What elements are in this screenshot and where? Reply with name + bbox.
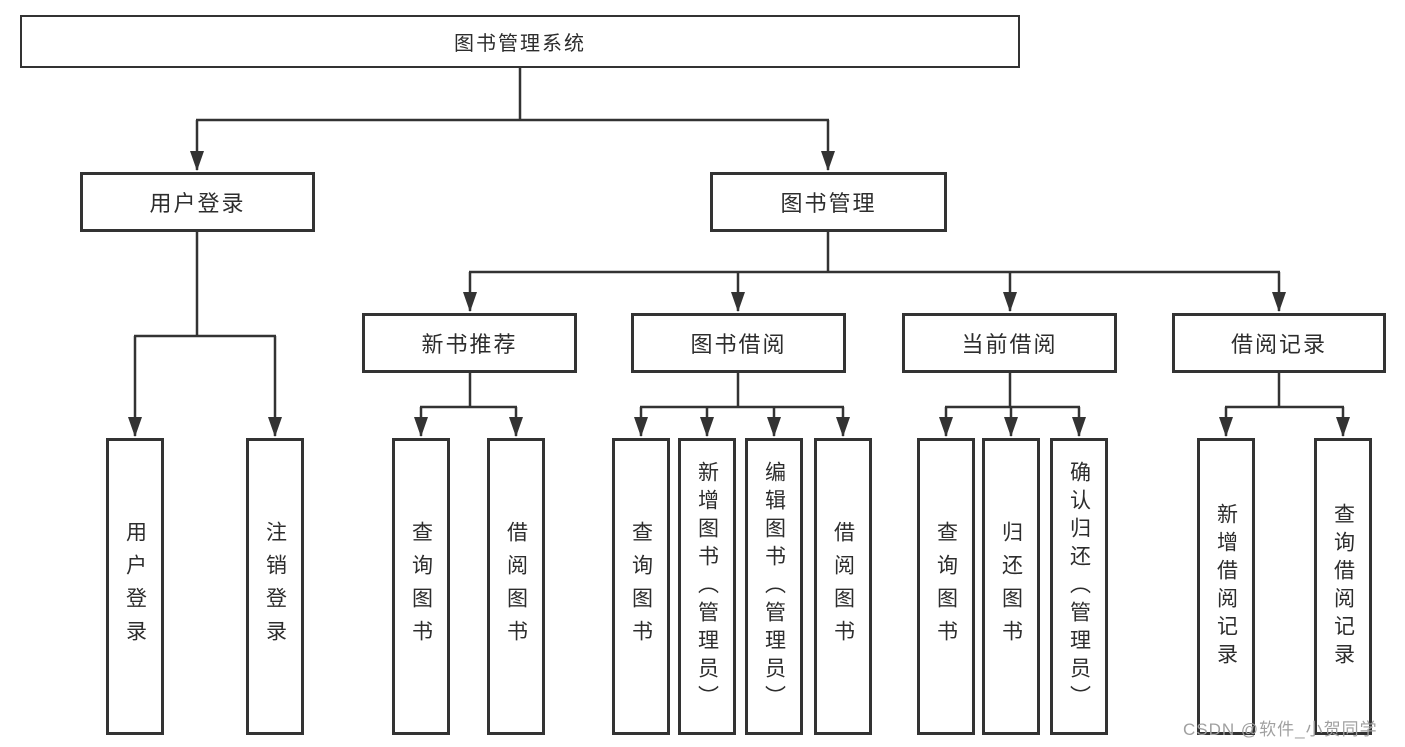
node-book-borrowing: 图书借阅 xyxy=(631,313,846,373)
node-library-management-system: 图书管理系统 xyxy=(20,15,1020,68)
node-leaf-cb-return-books: 归还图书 xyxy=(982,438,1040,735)
node-borrowing-records: 借阅记录 xyxy=(1172,313,1386,373)
node-label: 新增图书（管理员） xyxy=(695,460,719,713)
node-leaf-br-add-record: 新增借阅记录 xyxy=(1197,438,1255,735)
node-user-login: 用户登录 xyxy=(80,172,315,232)
node-label: 借阅记录 xyxy=(1230,332,1327,357)
node-leaf-cb-confirm-return-admin: 确认归还（管理员） xyxy=(1050,438,1108,735)
node-label: 查询图书 xyxy=(934,520,958,653)
node-label: 用户登录 xyxy=(123,520,147,653)
node-leaf-logout: 注销登录 xyxy=(246,438,304,735)
node-label: 注销登录 xyxy=(263,520,287,653)
node-label: 归还图书 xyxy=(999,520,1023,653)
node-label: 新书推荐 xyxy=(421,332,518,357)
node-label: 查询图书 xyxy=(409,520,433,653)
node-label: 图书管理 xyxy=(780,191,877,216)
node-label: 图书借阅 xyxy=(690,332,787,357)
csdn-watermark: CSDN @软件_小贺同学 xyxy=(1183,720,1378,739)
node-leaf-rec-query-books: 查询图书 xyxy=(392,438,450,735)
node-label: 图书管理系统 xyxy=(454,33,586,55)
node-label: 当前借阅 xyxy=(961,332,1058,357)
node-leaf-bb-add-books-admin: 新增图书（管理员） xyxy=(678,438,736,735)
node-label: 确认归还（管理员） xyxy=(1067,460,1091,713)
node-label: 用户登录 xyxy=(149,191,246,216)
node-label: 查询图书 xyxy=(629,520,653,653)
node-leaf-bb-query-books: 查询图书 xyxy=(612,438,670,735)
node-new-book-recommendation: 新书推荐 xyxy=(362,313,577,373)
node-label: 查询借阅记录 xyxy=(1331,502,1355,671)
node-leaf-cb-query-books: 查询图书 xyxy=(917,438,975,735)
node-label: 编辑图书（管理员） xyxy=(762,460,786,713)
node-leaf-user-login: 用户登录 xyxy=(106,438,164,735)
node-leaf-br-query-record: 查询借阅记录 xyxy=(1314,438,1372,735)
node-leaf-bb-edit-books-admin: 编辑图书（管理员） xyxy=(745,438,803,735)
node-label: 借阅图书 xyxy=(831,520,855,653)
node-label: 借阅图书 xyxy=(504,520,528,653)
node-label: 新增借阅记录 xyxy=(1214,502,1238,671)
node-book-management: 图书管理 xyxy=(710,172,947,232)
node-current-borrowing: 当前借阅 xyxy=(902,313,1117,373)
node-leaf-rec-borrow-books: 借阅图书 xyxy=(487,438,545,735)
node-leaf-bb-borrow-books: 借阅图书 xyxy=(814,438,872,735)
